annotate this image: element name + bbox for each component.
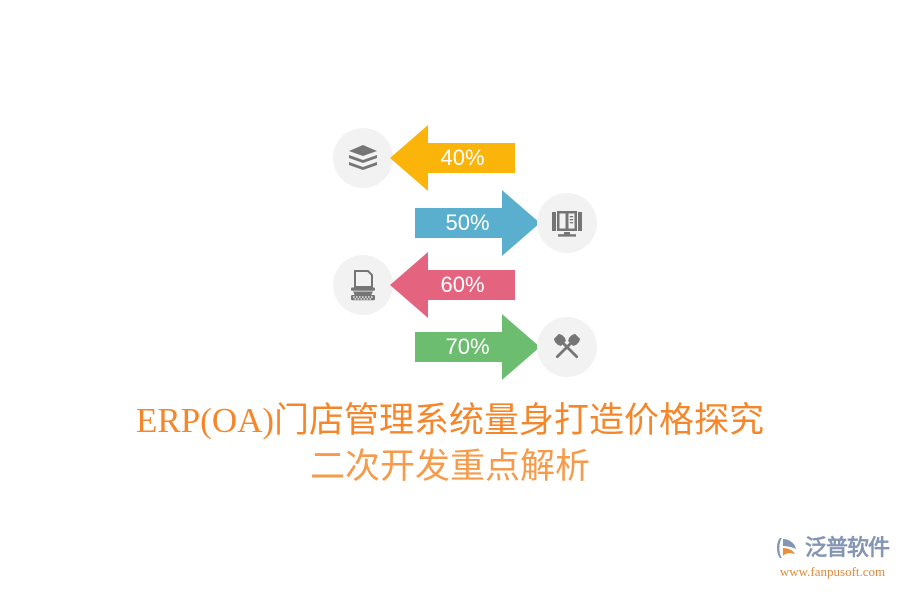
percentage-arrow: 40%: [390, 123, 515, 193]
page-title-line-2: 二次开发重点解析: [309, 447, 590, 486]
watermark-url: www.fanpusoft.com: [779, 564, 886, 579]
percentage-arrow: 50%: [415, 188, 540, 258]
infographic-row: 60%: [325, 250, 515, 320]
infographic-row: 50%: [415, 188, 605, 258]
watermark-logo: 泛普软件 www.fanpusoft.com: [775, 533, 890, 583]
open-book-icon-badge: [537, 193, 597, 253]
typewriter-icon: [346, 268, 380, 302]
page-title-line-1: ERP(OA)门店管理系统量身打造价格探究: [135, 401, 765, 440]
watermark-brand: 泛普软件: [805, 535, 890, 560]
open-book-icon: [550, 206, 584, 240]
page-title: ERP(OA)门店管理系统量身打造价格探究 二次开发重点解析: [0, 398, 900, 490]
book-stack-icon: [346, 141, 380, 175]
typewriter-icon-badge: [333, 255, 393, 315]
percentage-arrow: 70%: [415, 312, 540, 382]
crossed-hammers-icon-badge: [537, 317, 597, 377]
crossed-hammers-icon: [550, 330, 584, 364]
infographic-row: 70%: [415, 312, 605, 382]
fanpu-swoosh-logo-icon: [775, 534, 803, 562]
infographic-row: 40%: [325, 123, 515, 193]
percentage-arrow: 60%: [390, 250, 515, 320]
book-stack-icon-badge: [333, 128, 393, 188]
watermark-top-row: 泛普软件: [775, 533, 890, 563]
